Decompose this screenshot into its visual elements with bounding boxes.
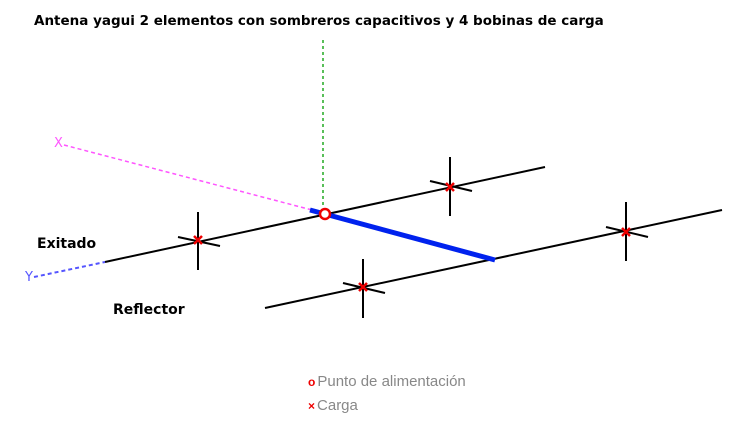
x-axis (63, 144, 313, 211)
feed-point-icon: o (308, 375, 316, 389)
legend-load-label: Carga (317, 397, 358, 414)
feed-point-marker (318, 207, 332, 221)
load-icon: × (308, 399, 316, 413)
feed-line (309, 207, 496, 263)
reflector-label: Reflector (113, 302, 185, 318)
y-axis (33, 261, 106, 278)
legend-load: ×Carga (308, 397, 358, 414)
load-coil-markers (193, 182, 631, 292)
x-axis-label: X (54, 136, 63, 151)
legend-feed-label: Punto de alimentación (317, 373, 466, 390)
y-axis-label: Y (25, 270, 33, 285)
diagram-title: Antena yagui 2 elementos con sombreros c… (34, 13, 604, 29)
driven-label: Exitado (37, 236, 97, 252)
